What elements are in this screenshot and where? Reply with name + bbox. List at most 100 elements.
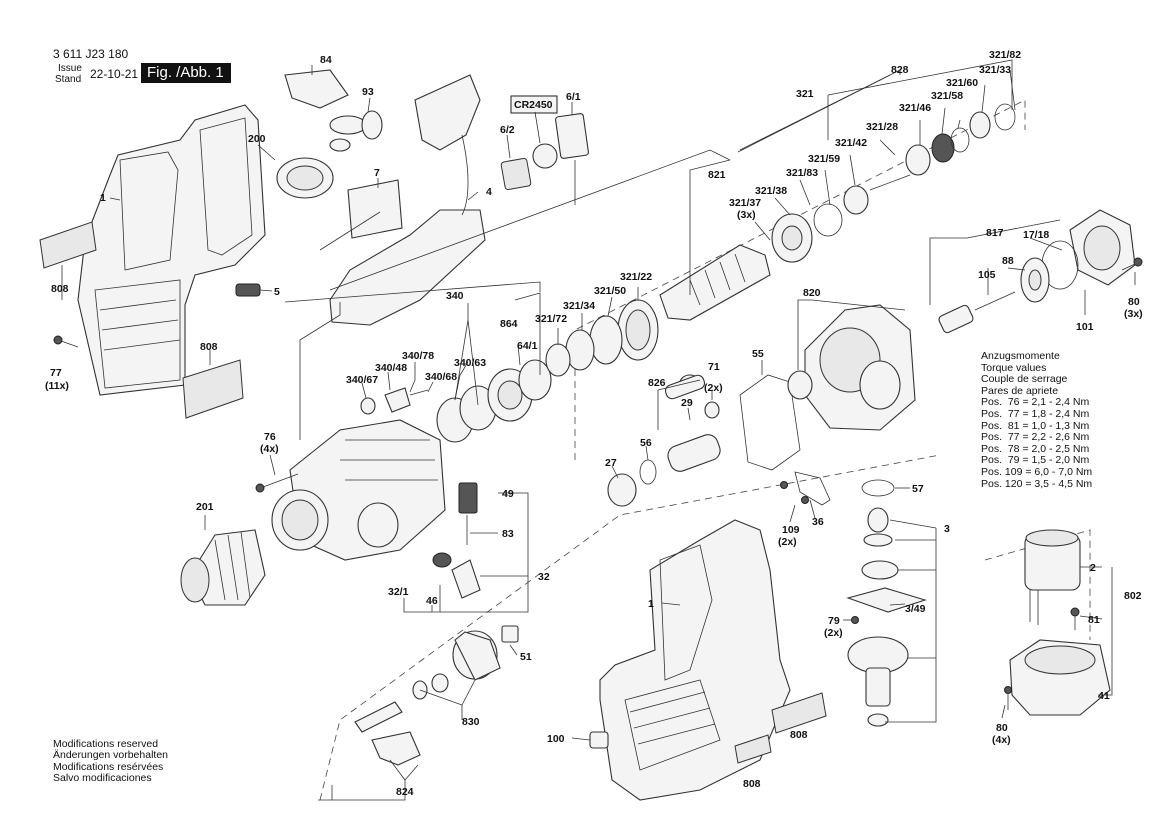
part-label: 1: [648, 598, 654, 610]
armature-3: [846, 507, 927, 727]
lock-parts-824: [354, 701, 421, 766]
part-label: 321/82: [989, 49, 1021, 61]
part-label: 808: [743, 778, 761, 790]
torque-row: Pos. 120 = 3,5 - 4,5 Nm: [981, 477, 1093, 490]
torque-row: Pos. 77 = 1,8 - 2,4 Nm: [981, 407, 1090, 420]
torque-row: Pos. 109 = 6,0 - 7,0 Nm: [981, 465, 1093, 478]
part-label: 6/2: [500, 124, 515, 136]
part-label: 57: [912, 483, 924, 495]
oring-57: [861, 479, 895, 497]
part-label: 200: [248, 133, 266, 145]
part-label: 808: [51, 283, 69, 295]
rings-321: [813, 103, 1016, 237]
part-label: 321/46: [899, 102, 931, 114]
stand-label: Stand: [55, 74, 82, 85]
screw-80b: [1004, 686, 1012, 710]
part-label: 5: [274, 286, 280, 298]
part-labels: 84 93 200 7 4 6/1 6/2 CR2450 1 5 808 808…: [45, 49, 1143, 798]
switch-93: [329, 110, 383, 152]
part-label: 321/38: [755, 185, 787, 197]
part-label: 105: [978, 269, 996, 281]
detent-parts-340-48: [360, 387, 429, 415]
spindle-tube-821: [659, 244, 771, 321]
torque-title-en: Torque values: [981, 361, 1047, 374]
figure-label: Fig. /Abb. 1: [141, 63, 231, 83]
part-label: 321/60: [946, 77, 978, 89]
part-label: 340/78: [402, 350, 434, 362]
motor-housing-41: [1009, 639, 1111, 716]
screw-76: [255, 473, 299, 493]
part-quantity: (3x): [1124, 308, 1143, 320]
ring-820a: [787, 370, 813, 400]
flange-321-38: [771, 213, 813, 263]
stator-2: [1024, 529, 1081, 625]
torque-row: Pos. 81 = 1,0 - 1,3 Nm: [981, 419, 1090, 432]
part-label: 32: [538, 571, 550, 583]
boot-200: [276, 157, 334, 199]
label-sticker-808b: [182, 359, 244, 419]
part-quantity: (4x): [992, 734, 1011, 746]
screw-77: [53, 335, 79, 348]
button-100: [589, 731, 609, 749]
part-label: 321/33: [979, 64, 1011, 76]
part-label: 321/22: [620, 271, 652, 283]
gearbox-flange-17-18: [1041, 209, 1136, 290]
electronics-module-4: [329, 74, 486, 326]
cover-6-2: [500, 157, 532, 191]
part-label: 56: [640, 437, 652, 449]
housing-half-left: [77, 104, 266, 396]
part-label: 77: [50, 367, 62, 379]
torque-row: Pos. 77 = 2,2 - 2,6 Nm: [981, 431, 1090, 444]
part-label: 4: [486, 186, 492, 198]
part-quantity: (4x): [260, 443, 279, 455]
part-quantity: (2x): [778, 536, 797, 548]
part-label: 17/18: [1023, 229, 1049, 241]
part-label: 321/72: [535, 313, 567, 325]
label-sticker-808c: [771, 692, 827, 734]
screw-81: [1070, 607, 1080, 630]
boundary-motor: [984, 529, 1091, 640]
gear-321-22: [545, 299, 659, 377]
part-label: 27: [605, 457, 617, 469]
part-label: 828: [891, 64, 909, 76]
piston-826: [607, 374, 721, 507]
part-label: 93: [362, 86, 374, 98]
seal-55: [739, 374, 801, 471]
battery-type-label: CR2450: [514, 99, 553, 111]
part-label: 826: [648, 377, 666, 389]
part-label: 820: [803, 287, 821, 299]
leader-lines: [61, 59, 1136, 801]
part-label: 340: [446, 290, 464, 302]
part-label: 3: [944, 523, 950, 535]
part-label: 41: [1098, 690, 1110, 702]
part-label: 321/83: [786, 167, 818, 179]
part-label: 321/59: [808, 153, 840, 165]
cover-84: [284, 69, 349, 109]
part-label: 830: [462, 716, 480, 728]
part-quantity: (2x): [824, 627, 843, 639]
part-label: 817: [986, 227, 1004, 239]
part-quantity: (11x): [45, 380, 69, 392]
gear-housing-820: [804, 304, 916, 431]
part-quantity: (3x): [737, 209, 756, 221]
part-label: 79: [828, 615, 840, 627]
part-label: 808: [790, 729, 808, 741]
torque-row: Pos. 79 = 1,5 - 2,0 Nm: [981, 454, 1090, 467]
part-quantity: (2x): [704, 382, 723, 394]
bracket-36: [780, 471, 831, 506]
bevel-gear-88: [1020, 257, 1050, 303]
part-label: 340/68: [425, 371, 457, 383]
part-label: 321/37: [729, 197, 761, 209]
label-sticker-808a: [39, 221, 97, 269]
part-label: 3/49: [905, 603, 926, 615]
issue-date: 22-10-21: [90, 67, 139, 81]
modifications-en: Modifications reserved: [53, 738, 159, 750]
sleeve-group-340: [436, 359, 552, 443]
torque-title-fr: Couple de serrage: [981, 373, 1068, 386]
part-label: 80: [1128, 296, 1140, 308]
part-label: 321/42: [835, 137, 867, 149]
part-label: 49: [502, 488, 514, 500]
part-label: 864: [500, 318, 518, 330]
part-label: 808: [200, 341, 218, 353]
torque-table: Anzugsmomente Torque values Couple de se…: [981, 350, 1093, 490]
